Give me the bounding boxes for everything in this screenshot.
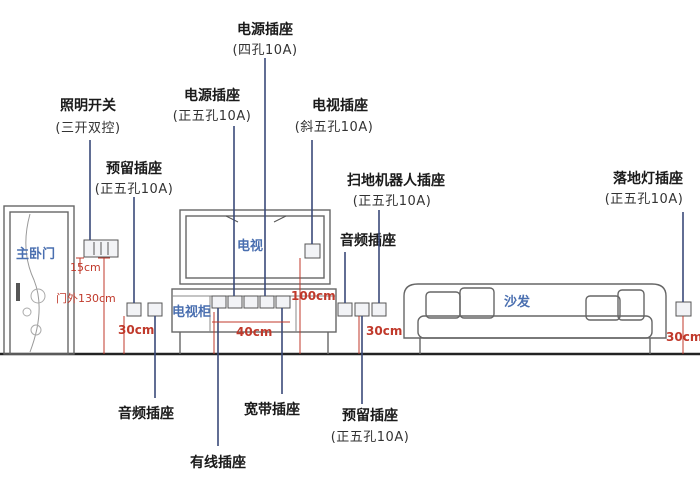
dim-30-mid: 30cm [366, 324, 402, 338]
reserved-left-title: 预留插座 [106, 160, 162, 177]
robot-sub: (正五孔10A) [353, 194, 432, 209]
sofa-cushion [459, 287, 495, 319]
sofa-seat [417, 315, 653, 339]
power-top-sub: (四孔10A) [232, 43, 297, 58]
audio-bottom-title: 音频插座 [118, 405, 174, 422]
door-frame [3, 205, 75, 355]
floor-lamp-socket [675, 301, 692, 317]
power-socket-five-hole [227, 295, 243, 309]
broadband-title: 宽带插座 [244, 401, 300, 418]
floor-lamp-sub: (正五孔10A) [605, 192, 684, 207]
power-left-title: 电源插座 [184, 87, 240, 104]
reserved-socket-left [126, 302, 142, 317]
robot-vacuum-socket [371, 302, 387, 317]
light-switch-group: 照明开关 (三开双控) [55, 97, 120, 258]
robot-socket-group: 扫地机器人插座 (正五孔10A) [347, 172, 445, 317]
power-left-sub: (正五孔10A) [173, 109, 252, 124]
dim-door-outside: 门外130cm [56, 291, 116, 305]
reserved-socket-left-group: 预留插座 (正五孔10A) 30cm [95, 160, 174, 354]
door-decoration-circle [30, 324, 42, 336]
tv-stand-line [273, 215, 287, 223]
dim-100-group: 100cm [291, 258, 336, 354]
dim-15: 15cm [70, 261, 101, 274]
tv-label: 电视 [237, 238, 263, 254]
door-decoration-circle [30, 288, 46, 304]
socket-unit [259, 295, 275, 309]
tv-cabinet: 电视柜 [171, 288, 337, 354]
sofa: 沙发 [403, 283, 667, 354]
tv-screen [185, 215, 325, 279]
dim-40: 40cm [236, 325, 272, 339]
tv-socket-group: 电视插座 (斜五孔10A) [295, 97, 374, 259]
tv-cabinet-body [171, 288, 337, 333]
door-label: 主卧门 [16, 246, 55, 262]
cable-socket [211, 295, 227, 309]
power-socket-top-group: 电源插座 (四孔10A) [232, 21, 297, 296]
tv-socket [304, 243, 321, 259]
light-switch-sub: (三开双控) [55, 121, 120, 136]
door-panel [9, 211, 69, 355]
door-decoration [25, 213, 40, 353]
door-decoration-circle [22, 307, 32, 317]
dim-30-right: 30cm [666, 330, 700, 344]
sofa-cushion [617, 289, 645, 321]
tv-cabinet-label: 电视柜 [172, 304, 211, 320]
dim-40-group: 40cm [212, 312, 290, 354]
dim-30-left: 30cm [118, 323, 154, 337]
audio-socket-right [337, 302, 353, 317]
television: 电视 [179, 209, 331, 285]
audio-right-title: 音频插座 [340, 232, 396, 249]
floor-lamp-title: 落地灯插座 [613, 170, 683, 187]
tv-frame [179, 209, 331, 285]
dim-30-mid-group: 30cm [358, 316, 402, 354]
tv-socket-sub: (斜五孔10A) [295, 120, 374, 135]
power-top-title: 电源插座 [237, 21, 293, 38]
reserved-socket-bottom [354, 302, 370, 317]
door-dimensions: 15cm 门外130cm [56, 257, 116, 354]
power-socket-left-group: 电源插座 (正五孔10A) [173, 87, 252, 296]
door-handle [16, 283, 20, 301]
cable-title: 有线插座 [190, 454, 246, 471]
floor-lamp-socket-group: 落地灯插座 (正五孔10A) 30cm [605, 170, 700, 354]
robot-title: 扫地机器人插座 [347, 172, 445, 189]
tv-stand-line [225, 215, 239, 223]
tv-socket-title: 电视插座 [312, 97, 368, 114]
audio-socket-right-group: 音频插座 [337, 232, 396, 317]
reserved-socket-bottom-group: 预留插座 (正五孔10A) [331, 302, 410, 445]
cable-socket-group: 有线插座 [190, 308, 246, 471]
light-switch-title: 照明开关 [60, 97, 116, 114]
power-socket-four-hole [243, 295, 259, 309]
dim-100: 100cm [291, 289, 336, 303]
broadband-socket [275, 295, 291, 309]
master-bedroom-door: 主卧门 [3, 205, 75, 355]
reserved-bottom-title: 预留插座 [342, 407, 398, 424]
reserved-left-sub: (正五孔10A) [95, 182, 174, 197]
sofa-cushion [585, 295, 621, 321]
sofa-back [403, 283, 667, 339]
audio-socket-bottom [147, 302, 163, 317]
sofa-label: 沙发 [504, 294, 531, 310]
reserved-bottom-sub: (正五孔10A) [331, 430, 410, 445]
sofa-cushion [425, 291, 461, 319]
cabinet-socket-strip [211, 295, 291, 309]
audio-socket-bottom-group: 音频插座 [118, 302, 174, 422]
